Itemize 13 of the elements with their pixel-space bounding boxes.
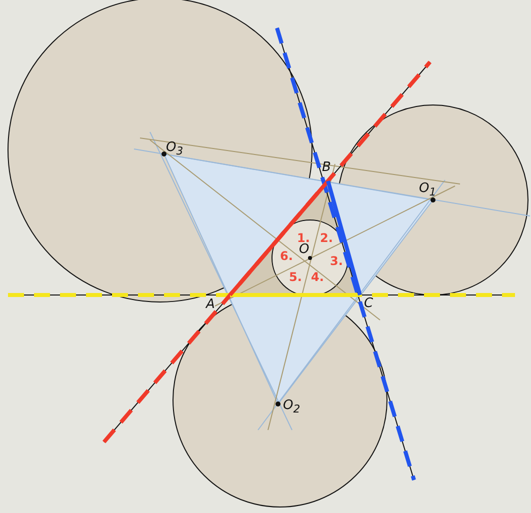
region-number: 3. <box>330 255 343 267</box>
region-number: 2. <box>320 232 333 244</box>
point-label: A <box>206 298 215 311</box>
point-label: O$_{3}$ <box>166 141 184 158</box>
region-number: 5. <box>289 271 302 283</box>
region-number: 1. <box>297 232 310 244</box>
point-label: O <box>299 243 310 256</box>
region-number: 4. <box>311 271 324 283</box>
point-label: C <box>364 297 374 310</box>
point-label: O$_{1}$ <box>419 182 436 198</box>
region-number: 6. <box>280 250 293 262</box>
point-label: B <box>322 161 331 174</box>
point-label: O$_{2}$ <box>283 399 300 416</box>
